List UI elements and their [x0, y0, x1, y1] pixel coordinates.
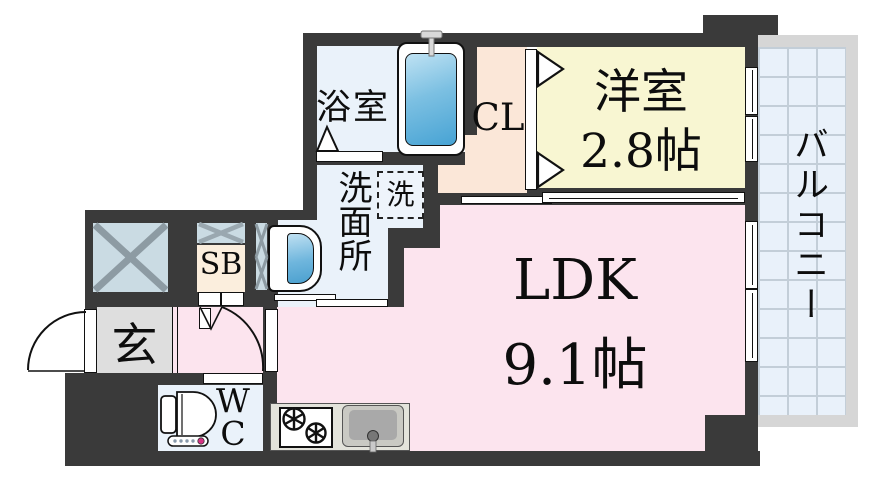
- room-washroom-label: 洗面所: [332, 170, 372, 272]
- room-entrance-floor: [97, 307, 172, 373]
- room-closet-label: CL: [471, 96, 525, 139]
- wall-segment: [388, 248, 404, 307]
- sliding-door-rail: [549, 197, 738, 199]
- wall-block-bottom-left: [65, 373, 158, 466]
- stove-burner-icon: [282, 407, 327, 444]
- window-pane-line: [751, 69, 754, 113]
- wall-segment: [388, 228, 440, 248]
- entrance-door-leaf: [84, 309, 97, 373]
- western-room-window: [745, 116, 758, 162]
- toilet-label-w: W: [216, 381, 250, 420]
- washbasin-bowl: [287, 233, 314, 284]
- bath-door-threshold: [316, 151, 383, 162]
- shoebox-door-left: [198, 292, 221, 306]
- window-pane-line: [751, 224, 754, 286]
- wall-segment: [303, 33, 318, 223]
- room-bath-label: 浴室: [316, 88, 391, 128]
- entrance-door-arc: [27, 311, 87, 372]
- washing-machine-box: 洗: [377, 171, 424, 219]
- window-pane-line: [751, 292, 754, 359]
- entrance-step-line: [172, 307, 178, 373]
- hall-door-leaf: [265, 309, 278, 372]
- bathtub-faucet-icon: [420, 30, 443, 57]
- toilet-icon: [160, 391, 217, 447]
- room-ldk-floor: [440, 205, 745, 451]
- room-ldk-label: LDK: [513, 248, 637, 313]
- wall-segment: [463, 45, 477, 135]
- shoebox-door-swing: [199, 306, 223, 331]
- pipe-space-x-mark: [198, 221, 244, 245]
- washing-machine-label: 洗: [386, 178, 415, 211]
- balcony-floor: [758, 47, 846, 415]
- room-closet-floor: [465, 135, 527, 193]
- ldk-window: [745, 221, 758, 289]
- washroom-sliding-door: [274, 294, 336, 301]
- hallway-floor: [178, 307, 263, 373]
- room-ldk-size: 9.1帖: [502, 333, 648, 398]
- wall-bottom: [65, 451, 760, 466]
- balcony-label: バルコニー: [788, 126, 828, 326]
- ldk-window: [745, 289, 758, 362]
- room-closet-floor: [477, 47, 527, 135]
- room-western-label: 洋室: [594, 65, 688, 120]
- sink-faucet-icon: [367, 430, 379, 453]
- shoe-box-label: SB: [199, 247, 243, 282]
- toilet-door-threshold: [203, 373, 263, 384]
- toilet-label-c: C: [220, 414, 246, 453]
- shoebox-door-right: [221, 292, 244, 306]
- bath-door-triangle: [315, 124, 340, 152]
- window-pane-line: [751, 118, 754, 160]
- western-room-window: [745, 67, 758, 115]
- sliding-door-western-ldk: [542, 192, 745, 203]
- closet-door-triangle: [536, 49, 565, 89]
- room-entrance-label: 玄: [111, 318, 158, 372]
- wall-block-bottom-right: [705, 415, 758, 466]
- room-closet-floor: [438, 165, 465, 193]
- wall-segment: [423, 165, 440, 242]
- room-western-size: 2.8帖: [580, 124, 702, 179]
- closet-door-strip: [525, 49, 537, 190]
- bathtub-water: [405, 53, 457, 146]
- pipe-space-strip: [256, 223, 267, 290]
- toilet-label: W C: [214, 384, 252, 450]
- closet-door-triangle: [536, 150, 565, 190]
- hall-door-arc: [221, 306, 265, 372]
- room-western-floor: [537, 47, 745, 188]
- pipe-space-strip-x-mark: [254, 223, 269, 290]
- washroom-sliding-door: [316, 299, 388, 307]
- shaft-x-mark: [92, 222, 169, 293]
- shoe-box: [197, 245, 245, 292]
